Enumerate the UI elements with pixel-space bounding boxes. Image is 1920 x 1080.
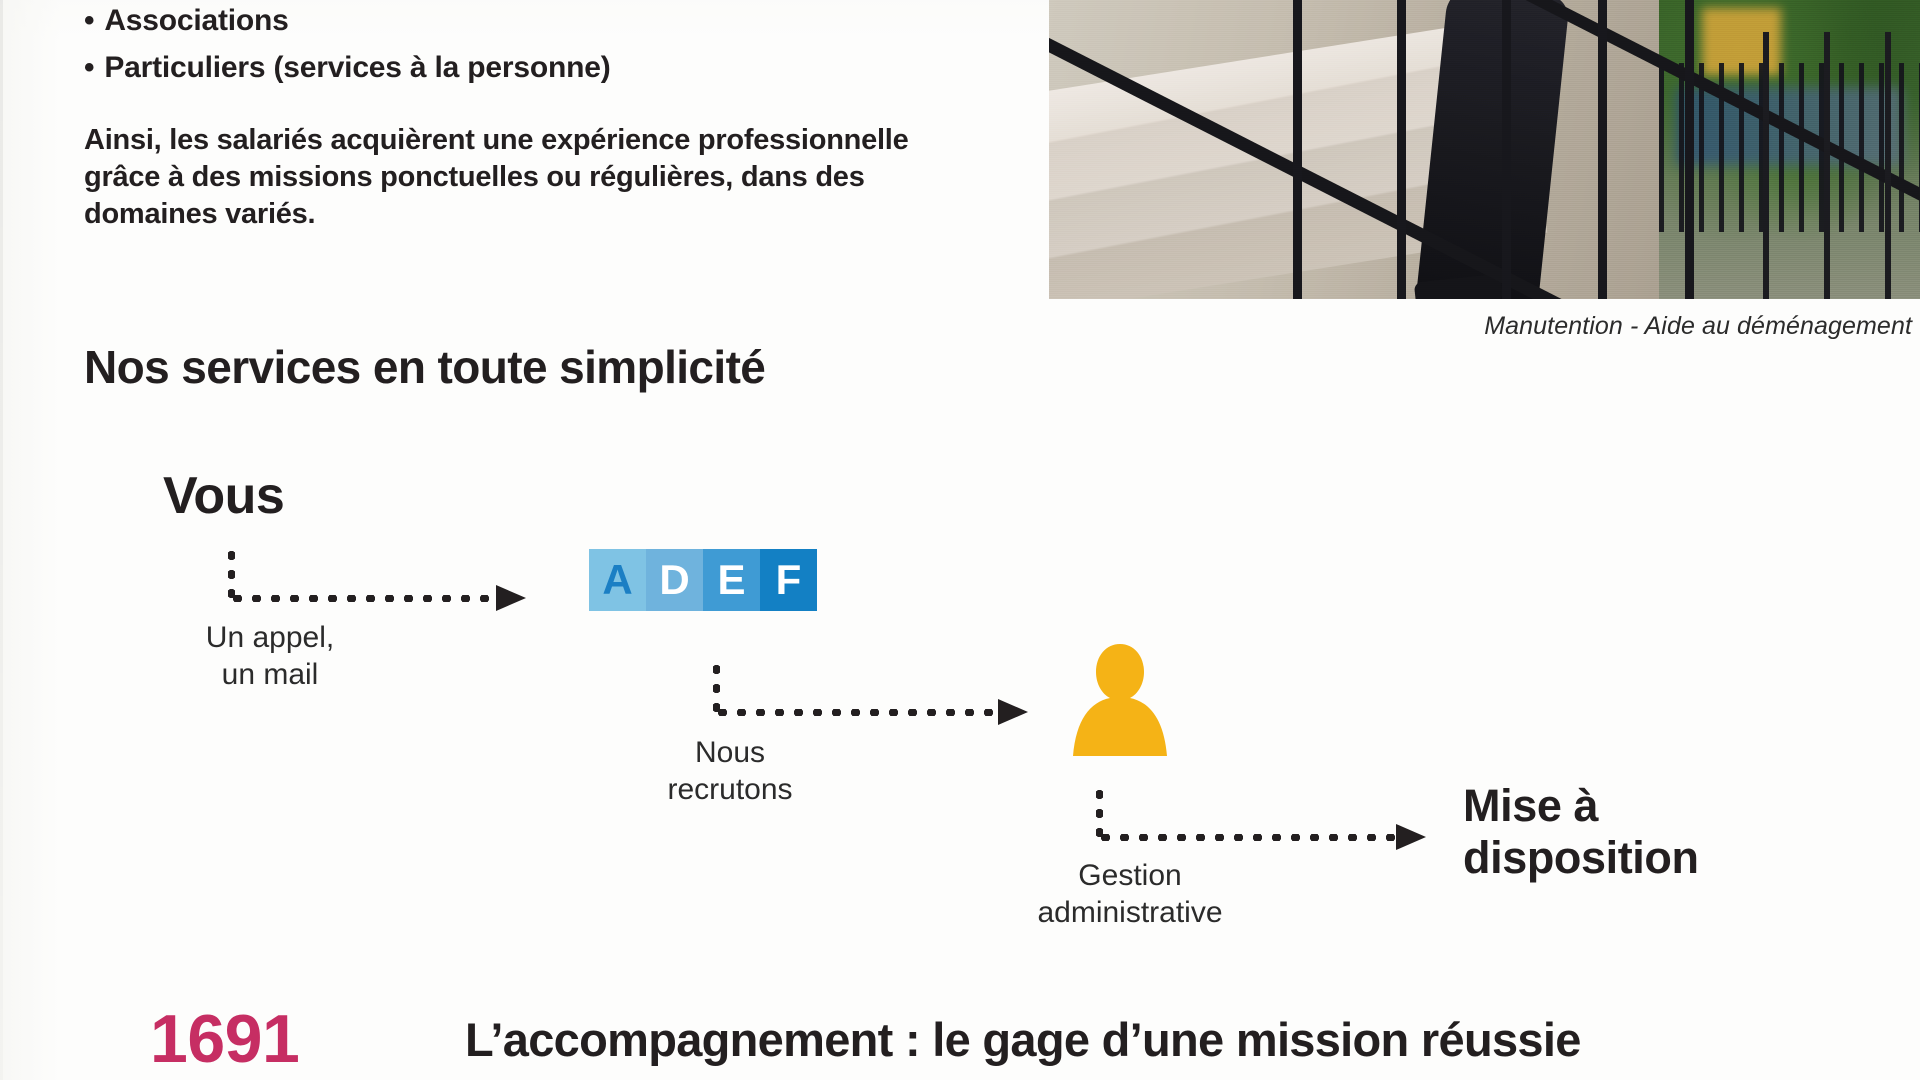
- flow-arrow-1-line: [228, 595, 496, 602]
- bullet-label: Associations: [104, 4, 289, 37]
- flow-label-line-1: Un appel,: [205, 621, 335, 654]
- bullet-item-associations: • Associations: [84, 6, 289, 36]
- flow-label-line-2: un mail: [221, 657, 319, 691]
- flow-arrow-2: [713, 660, 1033, 725]
- flow-node-vous: Vous: [163, 467, 285, 525]
- adef-logo-tile-a: A: [589, 549, 646, 611]
- flow-arrow-2-stub: [713, 660, 720, 716]
- flow-arrow-2-line: [713, 709, 998, 716]
- photo-rail-post: [1292, 0, 1302, 299]
- photo-background-fence: [1658, 62, 1920, 233]
- flow-arrow-2-head: [998, 699, 1028, 725]
- photo-rail-post: [1763, 32, 1770, 299]
- flow-arrow-1-head: [496, 585, 526, 611]
- bullet-marker-icon: •: [84, 4, 95, 37]
- flow-label-nous-recrutons: Nous recrutons: [605, 735, 855, 808]
- adef-logo-tile-d: D: [646, 549, 703, 611]
- flow-arrow-1-stub: [228, 546, 235, 602]
- photo-rail-post: [1885, 32, 1892, 299]
- page-edge-line: [0, 0, 3, 1080]
- photo-grain-overlay: [1049, 0, 1920, 299]
- adef-logo-letter: F: [775, 556, 802, 603]
- photo-rail-post: [1397, 0, 1407, 299]
- stat-number-1691: 1691: [150, 1001, 300, 1077]
- adef-logo-tile-f: F: [760, 549, 817, 611]
- flow-label-line-1: Gestion: [1078, 859, 1182, 892]
- person-silhouette-icon: [1070, 640, 1170, 760]
- flow-label-un-appel-un-mail: Un appel, un mail: [155, 620, 385, 693]
- adef-logo: A D E F: [589, 549, 817, 611]
- photo-rail-post: [1501, 0, 1511, 299]
- bottom-section-title: L’accompagnement : le gage d’une mission…: [465, 1013, 1581, 1066]
- flow-arrow-3-stub: [1096, 785, 1103, 841]
- flow-label-gestion-administrative: Gestion administrative: [985, 858, 1275, 931]
- adef-logo-letter: E: [717, 556, 746, 603]
- flow-arrow-3-line: [1096, 834, 1396, 841]
- photo-caption: Manutention - Aide au déménagement: [1484, 312, 1912, 340]
- flow-arrow-3-head: [1396, 824, 1426, 850]
- bullet-label: Particuliers (services à la personne): [104, 51, 611, 84]
- section-title: Nos services en toute simplicité: [84, 341, 766, 393]
- intro-paragraph: Ainsi, les salariés acquièrent une expér…: [84, 124, 909, 231]
- flow-arrow-1: [228, 546, 528, 611]
- flow-label-line-2: administrative: [1037, 895, 1223, 929]
- photo-rail-post: [1684, 0, 1694, 299]
- photo-rail-post: [1824, 32, 1831, 299]
- flow-arrow-3: [1096, 785, 1426, 850]
- adef-logo-letter: A: [602, 556, 633, 603]
- flow-label-line-1: Nous: [694, 736, 766, 769]
- photo-rail-post: [1597, 0, 1607, 299]
- bullet-marker-icon: •: [84, 51, 95, 84]
- photo-manutention: [1049, 0, 1920, 299]
- flow-node-mise-a-disposition: Mise à disposition: [1463, 780, 1699, 883]
- adef-logo-tile-e: E: [703, 549, 760, 611]
- adef-logo-letter: D: [659, 556, 690, 603]
- flow-label-line-2: recrutons: [667, 772, 793, 806]
- photo-figure: [1049, 0, 1920, 299]
- bullet-item-particuliers: • Particuliers (services à la personne): [84, 53, 611, 83]
